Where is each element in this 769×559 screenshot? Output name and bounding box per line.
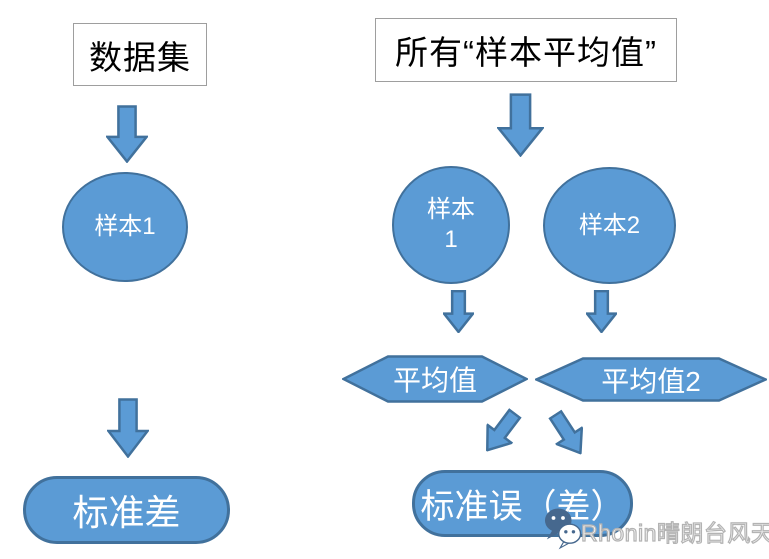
- down-arrow-icon: [443, 290, 474, 333]
- dataset-title-box: 数据集: [73, 23, 207, 86]
- standard-deviation-label: 标准差: [72, 492, 181, 533]
- standard-error-label: 标准误（差）: [420, 488, 625, 526]
- sample-means-title-label: 所有“样本平均值”: [395, 34, 657, 71]
- sample2-circle: 样本2: [543, 167, 676, 284]
- wechat-bubbles-icon: [544, 508, 582, 550]
- mean2-hexagon: 平均值2: [535, 357, 767, 402]
- diagonal-arrow-icon: [474, 403, 528, 461]
- sample1-right-line1: 样本: [427, 196, 475, 223]
- standard-error-pill: 标准误（差）: [412, 470, 633, 537]
- sample2-label: 样本2: [578, 211, 641, 239]
- down-arrow-icon: [107, 398, 149, 458]
- mean2-label: 平均值2: [601, 365, 701, 397]
- mean1-hexagon: 平均值: [342, 355, 528, 403]
- sample1-circle: 样本1: [62, 172, 188, 282]
- standard-deviation-pill: 标准差: [23, 476, 230, 544]
- sample-means-title-box: 所有“样本平均值”: [375, 18, 677, 82]
- sample1-right-label: 样本 1: [427, 195, 475, 255]
- mean1-label: 平均值: [392, 365, 477, 396]
- watermark-text: Rhonin晴朗台风天: [580, 519, 769, 546]
- diagonal-arrow-icon: [542, 405, 595, 463]
- down-arrow-icon: [497, 93, 544, 157]
- sample1-right-line2: 1: [444, 226, 458, 253]
- down-arrow-icon: [106, 105, 148, 163]
- sample1-label: 样本1: [94, 213, 156, 240]
- down-arrow-icon: [586, 290, 617, 333]
- hexagon-shape-icon: [342, 355, 528, 403]
- hexagon-shape-icon: [535, 357, 767, 402]
- sample1-right-circle: 样本 1: [392, 166, 510, 284]
- dataset-title-label: 数据集: [89, 38, 191, 76]
